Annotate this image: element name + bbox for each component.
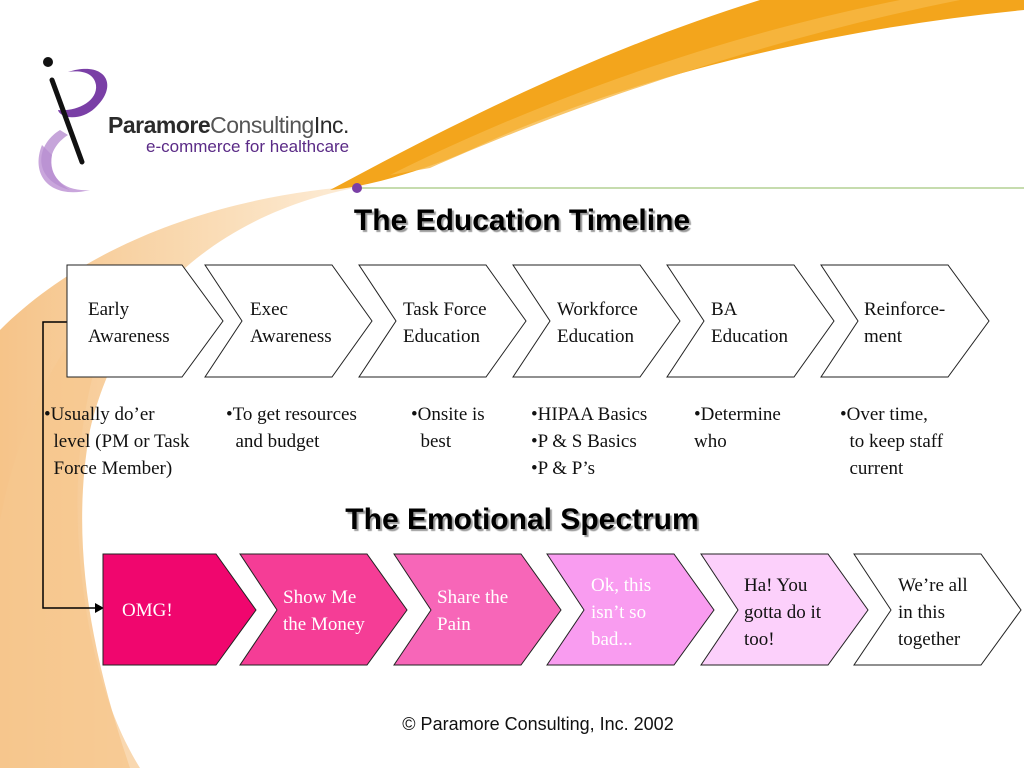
timeline-stage-label: Task Force Education	[403, 299, 487, 347]
timeline-stage-2	[204, 264, 373, 378]
timeline-stage-label: Early Awareness	[88, 299, 170, 347]
timeline-stage-label: Workforce Education	[557, 299, 638, 347]
timeline-note: •Onsite is best	[411, 404, 485, 452]
spectrum-stage-label: Share the Pain	[437, 587, 509, 635]
spectrum-stage-4	[546, 553, 715, 666]
spectrum-stage-5	[700, 553, 869, 666]
timeline-note: •HIPAA Basics •P & S Basics •P & P’s	[531, 404, 648, 479]
timeline-stage-label: Exec Awareness	[250, 299, 332, 347]
spectrum-stage-label: Show Me the Money	[283, 587, 365, 635]
copyright-footer: © Paramore Consulting, Inc. 2002	[402, 714, 674, 734]
timeline-stage-label: BA Education	[711, 299, 789, 347]
timeline-stage-3	[358, 264, 527, 378]
timeline-stage-label: Reinforce- ment	[864, 299, 946, 347]
spectrum-stage-label: Ok, this isn’t so bad...	[591, 575, 652, 650]
logo-mark-icon	[38, 57, 108, 193]
timeline-note: •To get resources and budget	[226, 404, 357, 452]
spectrum-stage-1	[102, 553, 257, 666]
logo-tagline: e-commerce for healthcare	[146, 137, 350, 156]
spectrum-stage-2	[239, 553, 408, 666]
spectrum-stage-label: We’re all in this together	[898, 575, 968, 650]
spectrum-title: The Emotional Spectrum	[345, 503, 699, 536]
timeline-note: •Over time, to keep staff current	[840, 404, 944, 479]
timeline-note: •Determine who	[694, 404, 781, 452]
spectrum-stage-label: Ha! You gotta do it too!	[744, 575, 822, 650]
spectrum-stage-label: OMG!	[122, 600, 173, 621]
timeline-stage-1	[66, 264, 224, 378]
spectrum-stage-3	[393, 553, 562, 666]
timeline-stage-4	[512, 264, 681, 378]
timeline-stage-6	[820, 264, 990, 378]
timeline-title: The Education Timeline	[353, 204, 691, 237]
timeline-stage-5	[666, 264, 835, 378]
logo-wordmark: ParamoreConsultingInc.	[108, 112, 349, 138]
timeline-note: •Usually do’er level (PM or Task Force M…	[44, 404, 190, 479]
spectrum-stage-6	[853, 553, 1022, 666]
